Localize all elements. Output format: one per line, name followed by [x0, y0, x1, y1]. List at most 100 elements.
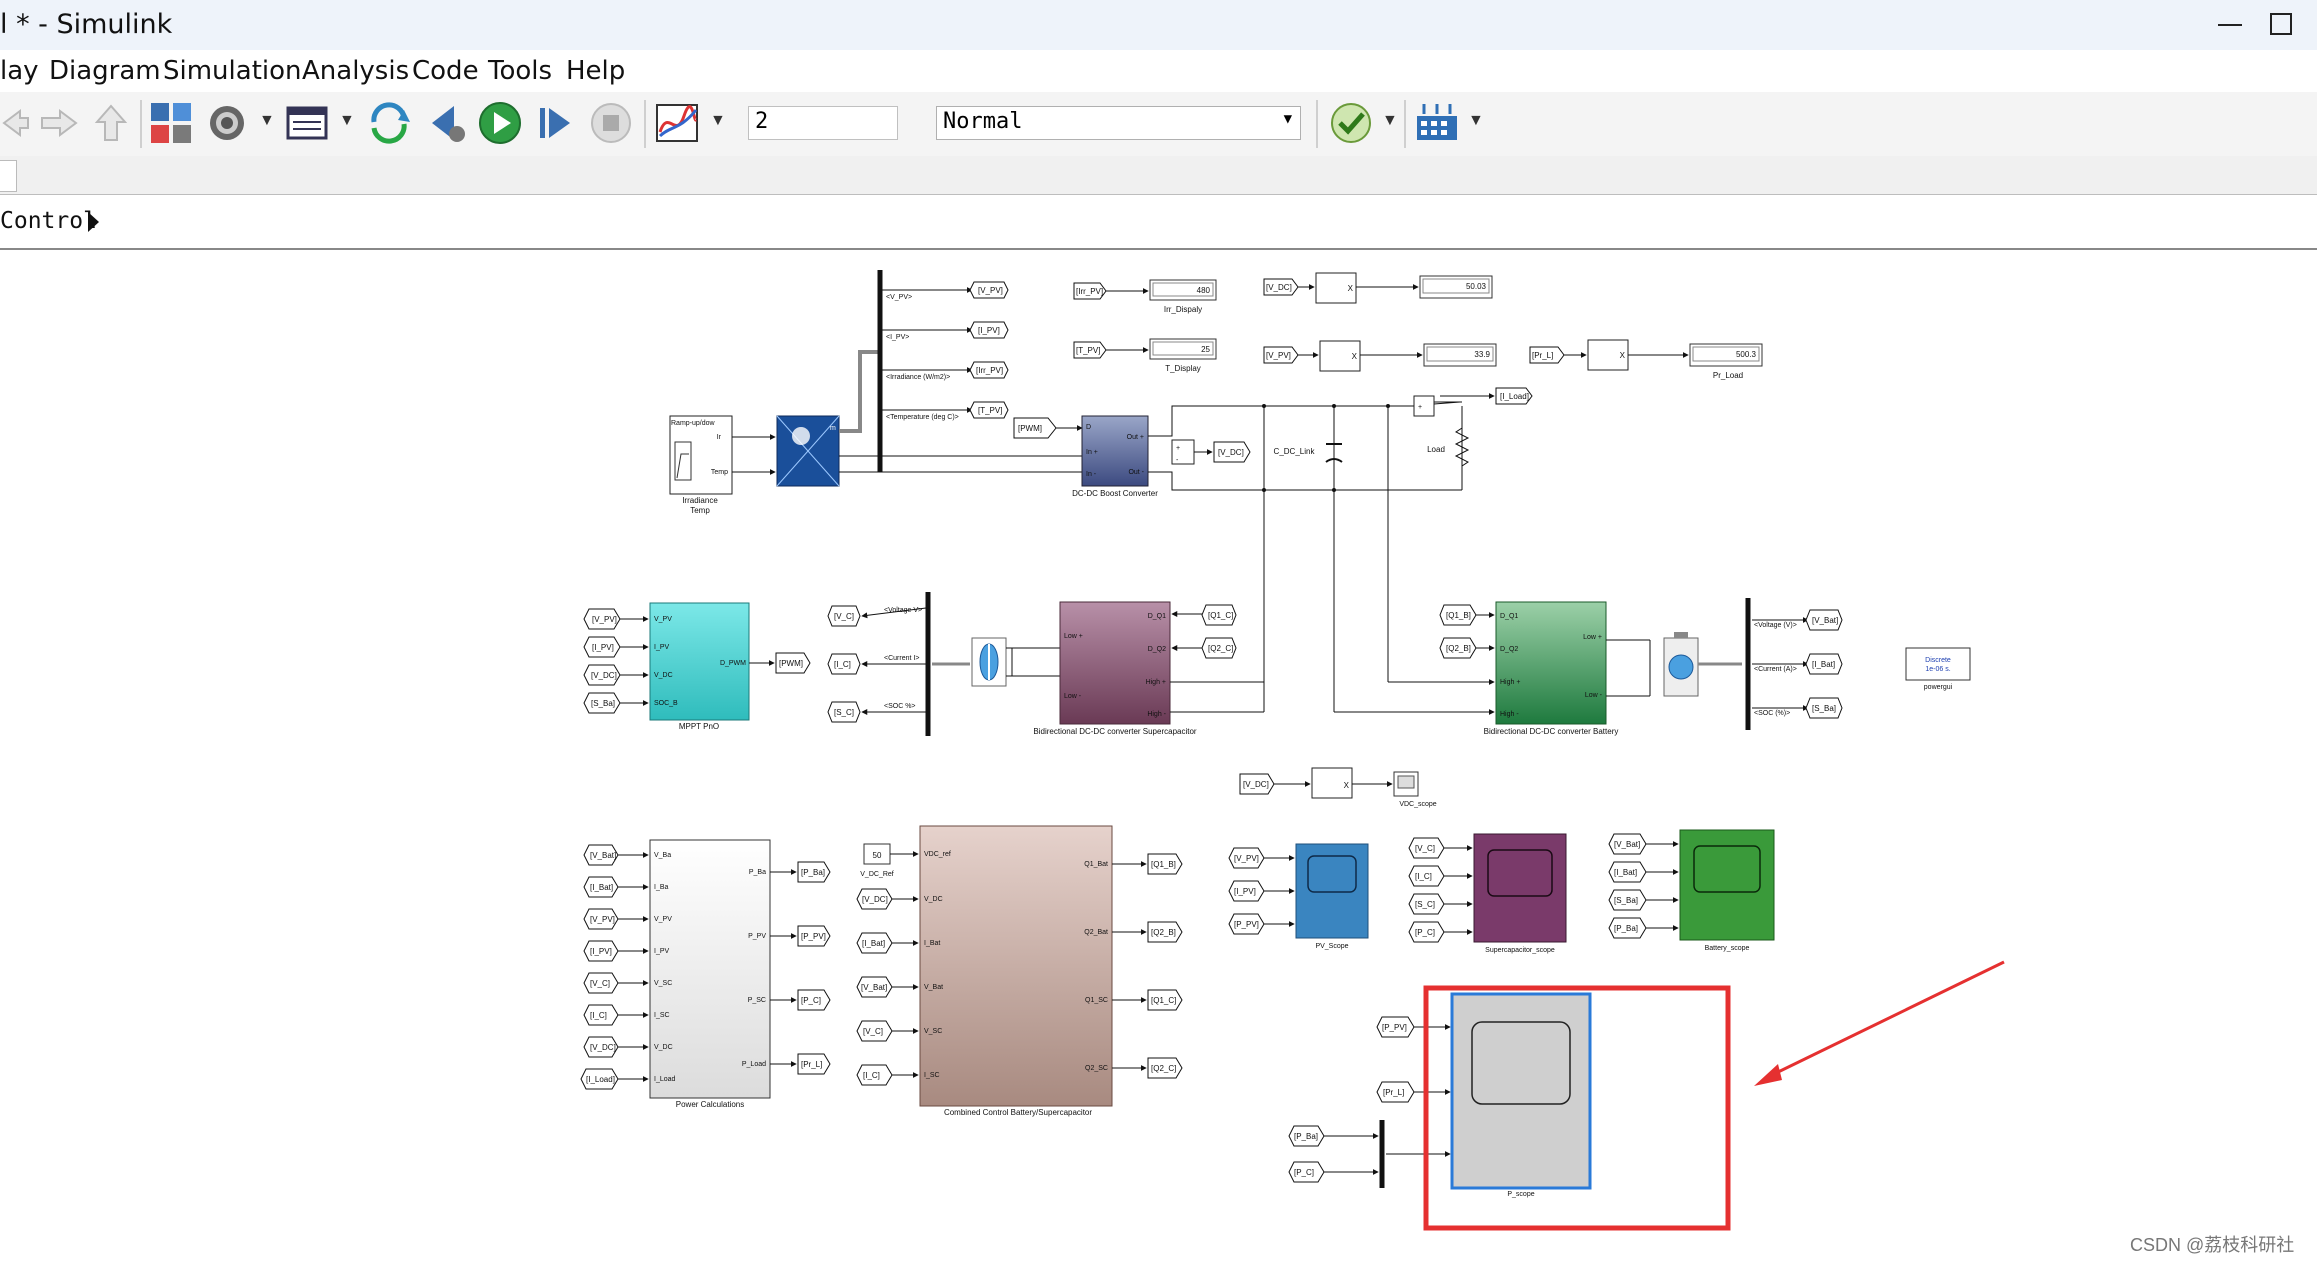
sc-scope-block[interactable]: [V_C] [I_C] [S_C] [P_C] Supercapacitor_s…: [1408, 833, 1567, 954]
dcdc-port-out-plus: Out +: [1127, 434, 1144, 441]
stop-time-field[interactable]: 2: [748, 106, 898, 140]
sc-scope-label: Supercapacitor_scope: [1485, 947, 1555, 954]
breadcrumb-arrow-icon[interactable]: [88, 212, 99, 232]
toolbar-separator: [1404, 100, 1406, 148]
vmeas-minus: -: [1176, 457, 1179, 464]
tag-mppt-vdc: [V_DC]: [591, 671, 617, 680]
cc-port-in-5: I_SC: [924, 1072, 940, 1079]
up-icon[interactable]: [88, 100, 134, 146]
pc-port-in-1: I_Ba: [654, 884, 669, 891]
vpv-display-chain[interactable]: [V_PV] X 33.9: [1263, 340, 1497, 372]
tag-irr-pv: [Irr_PV]: [976, 366, 1003, 375]
vdc-filter-symbol: X: [1348, 284, 1354, 293]
menu-code[interactable]: Code: [412, 56, 479, 86]
cc-port-out-1: Q2_Bat: [1084, 929, 1108, 936]
load-block[interactable]: + [I_Load] Load: [1413, 387, 1533, 490]
pv-scope-block[interactable]: [V_PV] [I_PV] [P_PV] PV_Scope: [1228, 843, 1369, 950]
maximize-icon[interactable]: [2270, 13, 2292, 35]
tag-from-irr-pv: [Irr_PV]: [1076, 287, 1103, 296]
pc-port-out-0: P_Ba: [749, 869, 766, 876]
menu-tools[interactable]: Tools: [488, 56, 553, 86]
menu-analysis[interactable]: Analysis: [302, 56, 410, 86]
minimize-icon[interactable]: [2218, 24, 2242, 26]
combined-control-block[interactable]: 50 V_DC_Ref [V_DC] [I_Bat] [V_Bat] [V_C]…: [856, 825, 1183, 1117]
pv-bus-outputs: <V_PV> <I_PV> <Irradiance (W/m2)> <Tempe…: [882, 287, 973, 421]
model-advisor-dropdown-icon[interactable]: ▼: [1382, 112, 1398, 129]
cc-port-in-0: VDC_ref: [924, 851, 951, 858]
data-inspector-icon[interactable]: [654, 100, 700, 146]
breadcrumb-model[interactable]: Control: [0, 208, 97, 234]
tag-pvs-2: [P_PV]: [1234, 920, 1259, 929]
cc-port-in-1: V_DC: [924, 896, 943, 903]
model-canvas[interactable]: Ramp-up/dow Ir Temp Irradiance Temp m <V…: [0, 250, 2317, 1266]
model-tab-bar: [0, 156, 2317, 195]
menu-display[interactable]: lay: [0, 56, 39, 86]
prl-filter-symbol: X: [1620, 351, 1626, 360]
powergui-block[interactable]: Discrete 1e-06 s. powergui: [1905, 647, 1971, 691]
tag-pc-in-6: [V_DC]: [590, 1043, 616, 1052]
model-settings-icon[interactable]: [204, 100, 250, 146]
model-settings-dropdown-icon[interactable]: ▼: [259, 112, 275, 129]
sc-port-low-minus: Low -: [1064, 693, 1082, 700]
tag-cc-in-3: [V_C]: [863, 1027, 883, 1036]
t-display-block[interactable]: [T_PV] 25 T_Display: [1073, 338, 1217, 373]
pv-array-block[interactable]: m: [776, 415, 840, 487]
cc-port-in-2: I_Bat: [924, 940, 940, 947]
battery-group[interactable]: [Q1_B] [Q2_B] D_Q1 D_Q2 High + High - Lo…: [1334, 598, 1843, 736]
simulink-diagram[interactable]: Ramp-up/dow Ir Temp Irradiance Temp m <V…: [0, 250, 2317, 1266]
p-scope-block[interactable]: [P_PV] [Pr_L] [P_Ba] [P_C] P_scope: [1288, 992, 1592, 1198]
model-tab[interactable]: [0, 160, 17, 192]
vdc-scope-chain[interactable]: [V_DC] X VDC_scope: [1239, 767, 1437, 808]
stop-icon[interactable]: [588, 100, 634, 146]
step-forward-icon[interactable]: [532, 100, 578, 146]
tag-pc-in-0: [V_Bat]: [590, 851, 616, 860]
scheduling-icon[interactable]: [1414, 100, 1460, 146]
menu-diagram[interactable]: Diagram: [49, 56, 161, 86]
pr-load-display-chain[interactable]: [Pr_L] X 500.3 Pr_Load: [1529, 339, 1763, 380]
irradiance-temp-block[interactable]: Ramp-up/dow Ir Temp Irradiance Temp: [669, 415, 733, 515]
pc-port-in-0: V_Ba: [654, 852, 671, 859]
menu-help[interactable]: Help: [566, 56, 626, 86]
data-inspector-dropdown-icon[interactable]: ▼: [710, 112, 726, 129]
tag-sc-ic: [I_C]: [834, 660, 851, 669]
forward-icon[interactable]: [36, 100, 82, 146]
update-diagram-icon[interactable]: [366, 100, 412, 146]
c-dc-link-block[interactable]: C_DC_Link: [1274, 443, 1343, 463]
tag-scs-1: [I_C]: [1415, 872, 1432, 881]
watermark: CSDN @荔枝科研社: [2130, 1235, 2295, 1255]
dcdc-boost-block[interactable]: [PWM] D In + In - Out + Out - DC-DC Boos…: [1013, 415, 1158, 498]
bat-scope-block[interactable]: [V_Bat] [I_Bat] [S_Ba] [P_Ba] Battery_sc…: [1608, 829, 1775, 952]
mppt-block[interactable]: [V_PV] [I_PV] [V_DC] [S_Ba] V_PV I_PV V_…: [583, 602, 811, 731]
tag-bs-3: [P_Ba]: [1614, 924, 1638, 933]
mppt-label: MPPT PnO: [679, 722, 719, 731]
cc-port-in-4: V_SC: [924, 1028, 942, 1035]
step-back-icon[interactable]: [424, 100, 470, 146]
vdc-display-chain[interactable]: [V_DC] X 50.03: [1263, 272, 1493, 304]
tag-cc-out-3: [Q2_C]: [1151, 1064, 1176, 1073]
simulation-mode-select[interactable]: Normal▼: [936, 106, 1301, 140]
tag-bs-0: [V_Bat]: [1614, 840, 1640, 849]
power-calculations-block[interactable]: [V_Bat] [I_Bat] [V_PV] [I_PV] [V_C] [I_C…: [580, 839, 831, 1109]
supercapacitor-group[interactable]: [V_C] [I_C] [S_C] <Voltage V> <Current I…: [827, 592, 1264, 736]
library-browser-icon[interactable]: [148, 100, 194, 146]
model-advisor-icon[interactable]: [1328, 100, 1374, 146]
scheduling-dropdown-icon[interactable]: ▼: [1468, 112, 1484, 129]
mppt-port-d-pwm: D_PWM: [720, 660, 746, 667]
pc-port-out-1: P_PV: [748, 933, 766, 940]
tag-pc-in-5: [I_C]: [590, 1011, 607, 1020]
model-explorer-dropdown-icon[interactable]: ▼: [339, 112, 355, 129]
vdc-measurement-block[interactable]: + - [V_DC]: [1171, 439, 1251, 465]
tag-mppt-ipv: [I_PV]: [592, 643, 614, 652]
model-explorer-icon[interactable]: [284, 100, 330, 146]
back-icon[interactable]: [0, 100, 30, 146]
vdc-display-value: 50.03: [1466, 282, 1487, 291]
run-icon[interactable]: [477, 100, 523, 146]
tag-t-pv: [T_PV]: [978, 406, 1002, 415]
irr-display-block[interactable]: [Irr_PV] 480 Irr_Dispaly: [1073, 279, 1217, 314]
t-display-value: 25: [1201, 345, 1210, 354]
tag-bat-q1b: [Q1_B]: [1446, 611, 1471, 620]
vdc-ref-value: 50: [873, 851, 882, 860]
mppt-port-vpv: V_PV: [654, 616, 672, 623]
menu-simulation[interactable]: Simulation: [163, 56, 302, 86]
goto-tags-pv[interactable]: [V_PV] [I_PV] [Irr_PV] [T_PV]: [969, 281, 1009, 419]
